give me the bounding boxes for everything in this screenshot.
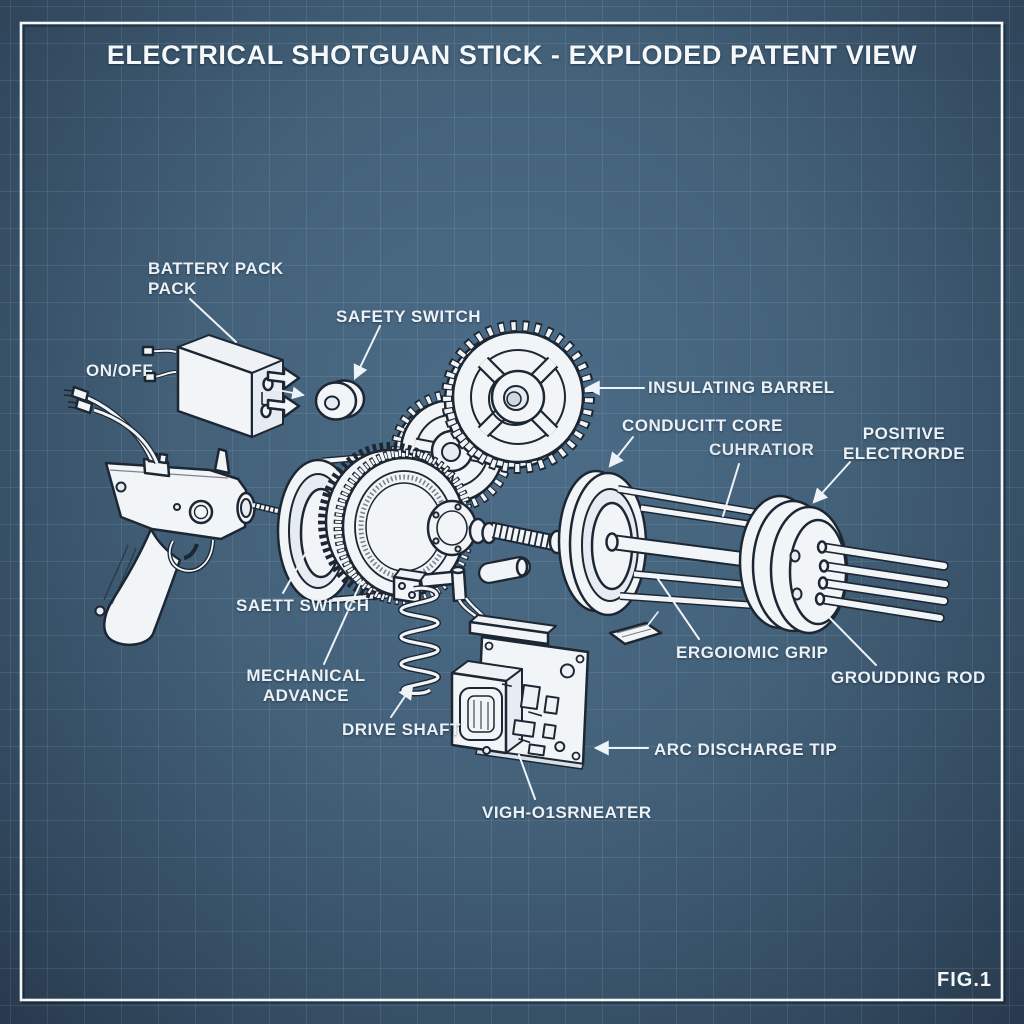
label-battery-pack: BATTERY PACK PACK bbox=[148, 259, 284, 299]
leader-ergonomic-grip bbox=[655, 575, 700, 640]
label-insulating-barrel: INSULATING BARREL bbox=[648, 378, 835, 397]
safety-switch-drawing bbox=[314, 379, 366, 421]
label-on-off: ON/OFF bbox=[86, 361, 154, 380]
pistol-grip-drawing bbox=[94, 447, 288, 647]
label-drive-shaft: DRIVE SHAFT bbox=[342, 720, 461, 739]
leader-drive-shaft bbox=[390, 684, 414, 718]
figure-number: FIG.1 bbox=[937, 969, 993, 991]
terminal-arrow-icon bbox=[266, 366, 301, 391]
leader-positive-electrode bbox=[812, 461, 851, 504]
electrode-rods-drawing bbox=[814, 540, 950, 623]
leader-hv-generator bbox=[518, 754, 536, 800]
insulating-barrel-drawing bbox=[557, 469, 849, 635]
label-ergonomic-grip: ERGOIOMIC GRIP bbox=[676, 643, 829, 662]
label-grounding-rod: GROUDDING ROD bbox=[831, 668, 986, 687]
leader-chip bbox=[644, 611, 659, 630]
label-positive-electrode: POSITIVE ELECTRORDE bbox=[842, 424, 966, 464]
core-pin-drawing bbox=[478, 556, 531, 584]
contact-chip-drawing bbox=[608, 621, 663, 646]
leader-mechanical-advance bbox=[323, 581, 362, 665]
battery-pack-drawing bbox=[141, 334, 301, 439]
diagram-title: ELECTRICAL SHOTGUAN STICK - EXPLODED PAT… bbox=[106, 40, 918, 70]
leader-curatior bbox=[722, 463, 740, 517]
label-conductive-core: CONDUCITT CORE bbox=[622, 416, 783, 435]
label-mechanical-advance: MECHANICAL ADVANCE bbox=[246, 666, 366, 706]
leader-conductive-core bbox=[608, 436, 634, 468]
electrode-disc-drawing bbox=[738, 494, 849, 635]
label-safety-switch: SAFETY SWITCH bbox=[336, 307, 482, 326]
label-hv-generator: VIGH-O1SRNEATER bbox=[482, 803, 652, 822]
label-arc-discharge-tip: ARC DISCHARGE TIP bbox=[654, 740, 838, 759]
border-frame bbox=[19, 21, 1006, 1004]
trigger-wires-drawing bbox=[63, 385, 160, 465]
leader-battery-pack bbox=[189, 298, 237, 343]
generator-pcb-drawing bbox=[450, 614, 590, 770]
leader-lines bbox=[189, 298, 877, 800]
drive-gear-large-drawing bbox=[441, 320, 595, 474]
label-curatior: CUHRATIOR bbox=[709, 440, 815, 459]
barrel-rods-drawing bbox=[605, 485, 796, 611]
leader-safety-switch bbox=[353, 325, 381, 381]
leader-grounding-rod bbox=[818, 606, 877, 666]
spring-drawing bbox=[398, 585, 441, 697]
leader-saett-switch bbox=[282, 548, 309, 594]
label-saett-switch: SAETT SWITCH bbox=[236, 596, 370, 615]
pcb-components-drawing bbox=[482, 663, 575, 757]
terminal-arrow-icon bbox=[266, 394, 301, 419]
leader-terminal bbox=[272, 386, 305, 400]
